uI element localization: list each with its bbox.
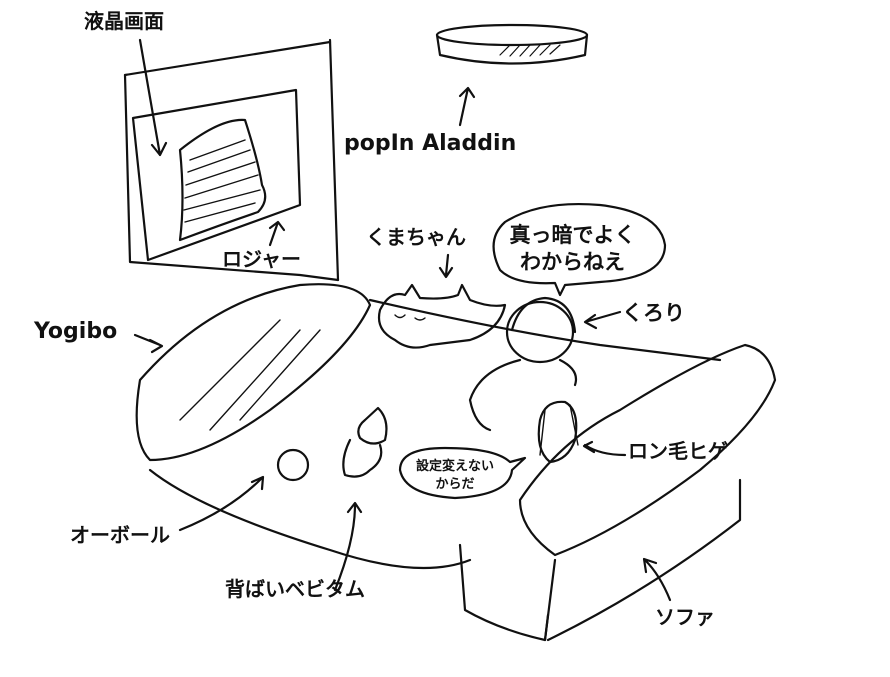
ceiling-lamp-top bbox=[435, 23, 589, 47]
speech-bubble-beard bbox=[398, 446, 527, 500]
kurori-head bbox=[505, 300, 575, 364]
label-baby-doll: 背ばいベビタム bbox=[225, 577, 365, 601]
tv-image bbox=[178, 118, 267, 242]
tv-stripes bbox=[183, 139, 261, 223]
arrow-beard bbox=[582, 440, 627, 457]
arrow-yogibo bbox=[133, 333, 164, 354]
tv-frame bbox=[131, 88, 302, 262]
arrow-popin bbox=[458, 86, 476, 127]
arrow-baby bbox=[333, 501, 363, 592]
cat-body bbox=[377, 283, 507, 349]
kurori-hair bbox=[510, 296, 577, 334]
speech-text-beard: 設定変えない からだ bbox=[405, 458, 505, 494]
arrow-kurori bbox=[583, 310, 622, 330]
label-popin-aladdin: popIn Aladdin bbox=[344, 131, 517, 156]
label-long-hair-beard: ロン毛ヒゲ bbox=[628, 439, 728, 463]
arrow-oball bbox=[178, 475, 265, 532]
arrow-roger bbox=[268, 220, 286, 247]
label-sofa: ソファ bbox=[655, 605, 715, 629]
cat-face bbox=[394, 314, 426, 321]
yogibo-cushion bbox=[135, 283, 372, 462]
label-kurori: くろり bbox=[622, 301, 685, 325]
kurori-body bbox=[468, 358, 578, 432]
arrow-sofa bbox=[642, 557, 672, 602]
baby-doll bbox=[342, 406, 388, 478]
ceiling-lamp-stripes bbox=[499, 44, 561, 57]
sofa-base bbox=[458, 478, 742, 642]
speech-bubble-kurori bbox=[492, 202, 667, 297]
label-lcd-screen: 液晶画面 bbox=[84, 9, 164, 33]
yogibo-lines bbox=[179, 319, 321, 431]
label-kuma-chan: くまちゃん bbox=[366, 225, 466, 249]
rug-outline bbox=[148, 298, 722, 570]
wall-corner-line bbox=[328, 38, 340, 282]
sofa-front bbox=[543, 558, 557, 642]
speech-kurori-line1: 真っ暗でよく bbox=[509, 223, 636, 247]
speech-kurori-line2: わからねえ bbox=[520, 250, 625, 274]
ceiling-lamp-body bbox=[435, 33, 589, 65]
label-yogibo: Yogibo bbox=[34, 319, 118, 344]
label-roger: ロジャー bbox=[222, 247, 301, 271]
speech-beard-line2: からだ bbox=[435, 477, 475, 492]
wall-left-line bbox=[123, 73, 340, 282]
speech-beard-line1: 設定変えない bbox=[415, 459, 494, 474]
sofa-back bbox=[518, 343, 777, 557]
label-oball: オーボール bbox=[70, 523, 170, 547]
arrow-lcd bbox=[138, 38, 168, 157]
speech-text-kurori: 真っ暗でよく わからねえ bbox=[505, 222, 640, 276]
wall-top-line bbox=[123, 40, 332, 77]
arrow-kuma bbox=[438, 253, 454, 279]
oball-toy bbox=[276, 448, 310, 482]
